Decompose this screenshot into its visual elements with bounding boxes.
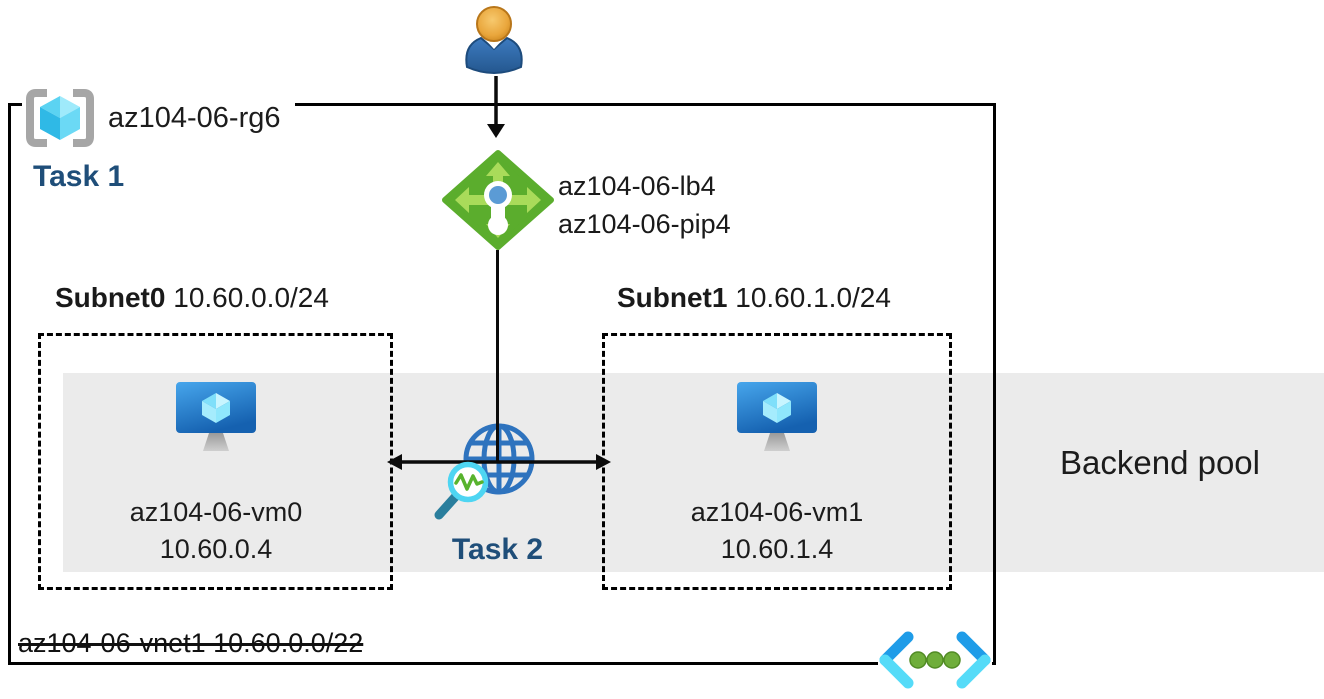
user-icon	[465, 6, 523, 74]
load-balancer-name: az104-06-lb4	[558, 171, 716, 201]
vm0-icon	[176, 382, 256, 451]
backend-pool-label: Backend pool	[1060, 444, 1260, 481]
virtual-network-icon	[878, 630, 992, 690]
subnet1-cidr: 10.60.1.0/24	[735, 282, 891, 313]
subnet0-name: Subnet0	[55, 282, 166, 313]
subnet0-cidr: 10.60.0.0/24	[173, 282, 329, 313]
public-ip-name: az104-06-pip4	[558, 209, 731, 239]
lb-to-globe-connector	[496, 250, 499, 462]
vnet-label: az104-06-vnet1 10.60.0.0/22	[18, 628, 364, 658]
subnet1-label: Subnet1 10.60.1.0/24	[617, 282, 891, 314]
vm1-ip: 10.60.1.4	[720, 534, 834, 564]
user-to-lb-arrow	[487, 76, 505, 138]
globe-icon	[463, 423, 535, 495]
subnet0-label: Subnet0 10.60.0.0/24	[55, 282, 329, 314]
load-balancer-icon	[442, 150, 554, 250]
subnet1-name: Subnet1	[617, 282, 728, 313]
resource-group-boundary	[8, 103, 996, 665]
subnet-double-arrow	[387, 454, 611, 470]
vm0-name: az104-06-vm0	[129, 497, 303, 527]
monitoring-magnifier-icon	[434, 461, 489, 520]
vm1-name: az104-06-vm1	[690, 497, 864, 527]
vm1-icon	[737, 382, 817, 451]
load-balancer-labels: az104-06-lb4 az104-06-pip4	[558, 167, 731, 243]
resource-group-icon	[26, 89, 94, 147]
resource-group-name: az104-06-rg6	[108, 101, 281, 134]
backend-pool-band	[63, 373, 1324, 572]
vm0-ip: 10.60.0.4	[159, 534, 273, 564]
task1-label: Task 1	[33, 160, 125, 193]
task2-label: Task 2	[451, 533, 544, 566]
resource-group-label: az104-06-rg6	[22, 88, 295, 148]
